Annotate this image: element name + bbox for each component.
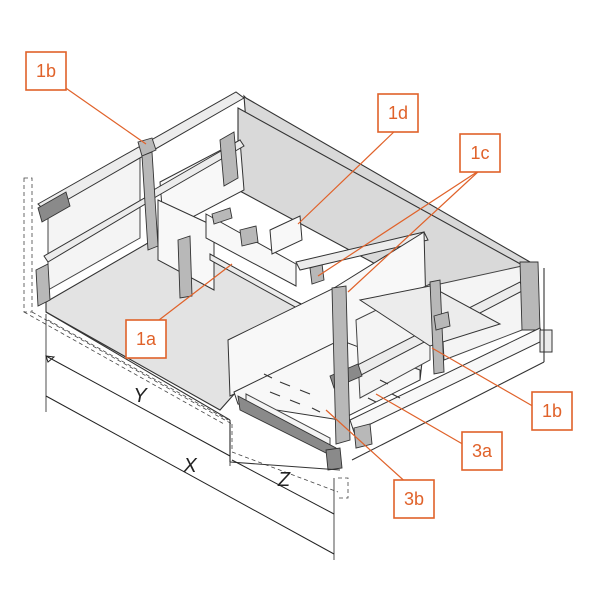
callout-3b: 3b [393, 479, 435, 519]
outer-edges [45, 268, 545, 471]
inner-drawer [227, 231, 553, 471]
dimension-x-label: X [182, 455, 197, 477]
callout-1c-text: 1c [470, 143, 489, 163]
callout-3b-text: 3b [404, 489, 424, 509]
inner-dividers [157, 199, 429, 325]
callout-3a: 3a [461, 431, 503, 471]
dimension-z-label: Z [277, 469, 291, 491]
leader-lines [59, 83, 537, 487]
callout-3a-text: 3a [472, 441, 493, 461]
dimension-y-label: Y [133, 385, 148, 407]
left-side-wall [35, 91, 245, 307]
dimension-lines [45, 314, 335, 560]
callout-1a: 1a [125, 319, 167, 359]
callout-1c: 1c [459, 133, 501, 173]
callout-1b-top: 1b [25, 51, 67, 91]
housing-dashed-outline [23, 177, 349, 499]
callout-1b-top-text: 1b [36, 61, 56, 81]
callout-1b-right-text: 1b [542, 401, 562, 421]
callout-1d: 1d [377, 93, 419, 133]
callout-1d-text: 1d [388, 103, 408, 123]
callout-1a-text: 1a [136, 329, 157, 349]
callout-1b-right: 1b [531, 391, 573, 431]
